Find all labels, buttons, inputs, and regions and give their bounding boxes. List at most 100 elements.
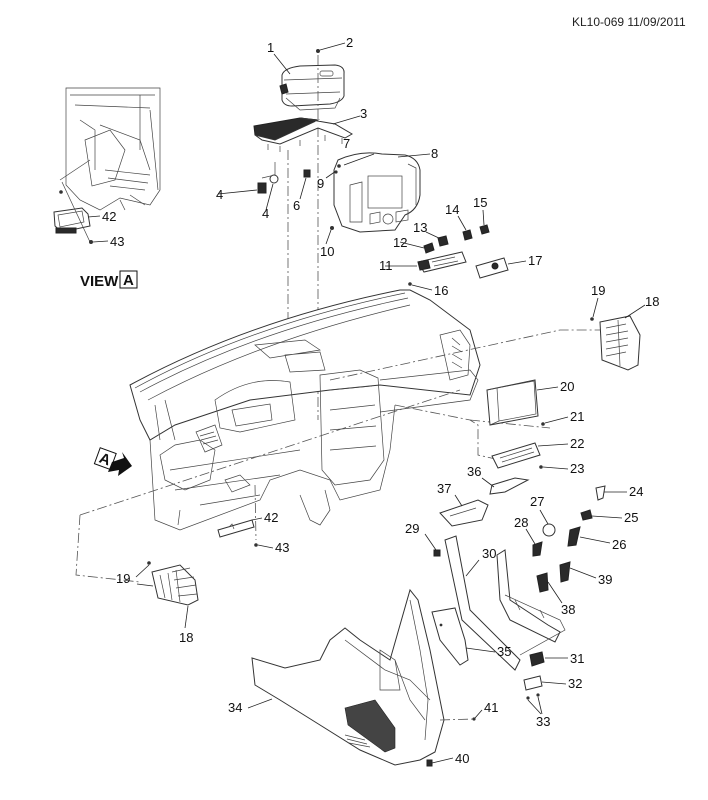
callout-29: 29	[405, 521, 419, 536]
arrow-icon	[108, 452, 132, 476]
callout-10: 10	[320, 244, 334, 259]
callout-43: 43	[110, 234, 124, 249]
switch-38	[536, 572, 549, 593]
view-a-structure	[65, 87, 161, 211]
switch-32	[523, 675, 543, 691]
screw-23-icon	[539, 465, 543, 469]
knob-27	[542, 523, 556, 537]
trim-36	[489, 477, 530, 495]
callout-25: 25	[624, 510, 638, 525]
mesh-grille	[344, 699, 396, 753]
clip-4b	[269, 174, 279, 184]
console-trim-30	[444, 535, 566, 671]
retainer-25	[580, 509, 593, 521]
switch-panel-11	[417, 251, 467, 273]
air-vent-18-left	[151, 564, 199, 606]
callout-21: 21	[570, 409, 584, 424]
module-42-main	[217, 519, 255, 538]
callout-42: 42	[264, 510, 278, 525]
radio-display-1	[279, 64, 345, 111]
screw-10-icon	[330, 226, 334, 230]
callout-26: 26	[612, 537, 626, 552]
callout-42: 42	[102, 209, 116, 224]
clip-29	[433, 549, 441, 557]
callout-36: 36	[467, 464, 481, 479]
callout-1: 1	[267, 40, 274, 55]
screw-icon	[59, 190, 63, 194]
alignment-line	[75, 514, 141, 583]
clip-4	[257, 182, 267, 194]
callout-6: 6	[293, 198, 300, 213]
view-a-inset: 42 43 VIEW A	[53, 87, 161, 290]
bezel-3	[253, 117, 353, 152]
screw-41-icon	[472, 717, 476, 721]
clip-6	[303, 169, 311, 178]
view-label: VIEW	[80, 273, 119, 290]
callout-32: 32	[568, 676, 582, 691]
callout-2: 2	[346, 35, 353, 50]
callout-4: 4	[216, 187, 223, 202]
alignment-line	[439, 718, 475, 721]
screw-43-icon	[254, 543, 258, 547]
view-letter-box	[119, 270, 138, 289]
callout-7: 7	[343, 136, 350, 151]
nut-icon	[89, 240, 93, 244]
callout-30: 30	[482, 546, 496, 561]
screw-2-icon	[316, 49, 320, 53]
socket-26	[567, 526, 581, 547]
callout-18: 18	[179, 630, 193, 645]
callout-35: 35	[497, 644, 511, 659]
callout-37: 37	[437, 481, 451, 496]
callout-18: 18	[645, 294, 659, 309]
clip-40	[426, 759, 433, 767]
switch-12	[423, 242, 435, 254]
callout-19: 19	[591, 283, 605, 298]
callout-28: 28	[514, 515, 528, 530]
callout-9: 9	[317, 176, 324, 191]
screw-33-icon	[536, 693, 540, 697]
alignment-line	[394, 404, 501, 461]
callout-41: 41	[484, 700, 498, 715]
callout-33: 33	[536, 714, 550, 729]
callout-14: 14	[445, 202, 459, 217]
callout-39: 39	[598, 572, 612, 587]
callout-20: 20	[560, 379, 574, 394]
view-letter: A	[123, 272, 134, 289]
screw-16-icon	[408, 282, 412, 286]
radio-receiver-20	[486, 379, 539, 426]
callout-31: 31	[570, 651, 584, 666]
callout-43: 43	[275, 540, 289, 555]
callout-38: 38	[561, 602, 575, 617]
screw-7-icon	[337, 164, 341, 168]
callout-22: 22	[570, 436, 584, 451]
switch-39	[559, 561, 571, 583]
switch-28	[532, 541, 543, 557]
console-body-34	[251, 588, 445, 766]
screw-9-icon	[334, 170, 338, 174]
trim-37	[439, 499, 489, 527]
control-module-17	[475, 257, 509, 279]
callout-4: 4	[262, 206, 269, 221]
screw-19-icon	[590, 317, 594, 321]
view-a-arrow: A	[93, 447, 132, 476]
bracket-22	[491, 442, 541, 469]
alignment-line	[254, 484, 257, 541]
module-42-inset	[53, 207, 91, 234]
alignment-line	[469, 419, 551, 429]
callout-34: 34	[228, 700, 242, 715]
callout-13: 13	[413, 220, 427, 235]
air-vent-18-right	[599, 315, 641, 371]
callout-8: 8	[431, 146, 438, 161]
switch-31	[529, 651, 545, 667]
alignment-line	[79, 389, 461, 516]
screw-21-icon	[541, 422, 545, 426]
console-side-panel-35	[431, 607, 469, 666]
document-id: KL10-069 11/09/2011	[572, 15, 686, 29]
callout-11: 11	[379, 258, 393, 273]
callout-27: 27	[530, 494, 544, 509]
switch-15	[479, 224, 490, 235]
callout-16: 16	[434, 283, 448, 298]
callout-15: 15	[473, 195, 487, 210]
callout-3: 3	[360, 106, 367, 121]
